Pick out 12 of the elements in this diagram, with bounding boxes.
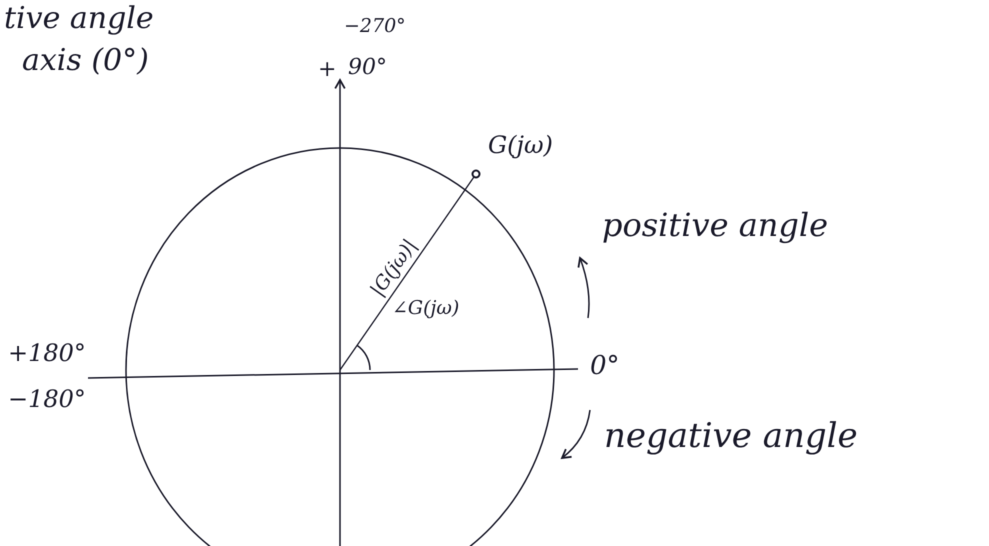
- axis-label: axis (0°): [22, 44, 149, 77]
- axis-label: ∠G(jω): [392, 298, 460, 319]
- axis-label: −180°: [8, 386, 86, 412]
- axis-label: −270°: [344, 16, 406, 37]
- axis-label: 90°: [348, 56, 387, 80]
- axis-label: negative angle: [604, 418, 858, 456]
- axis-label: +: [318, 58, 336, 82]
- axis-label: positive angle: [602, 208, 828, 244]
- axis-label: +180°: [8, 340, 86, 366]
- axis-label: tive angle: [4, 2, 154, 35]
- axis-label: 0°: [590, 352, 620, 381]
- axis-label: G(jω): [488, 132, 553, 158]
